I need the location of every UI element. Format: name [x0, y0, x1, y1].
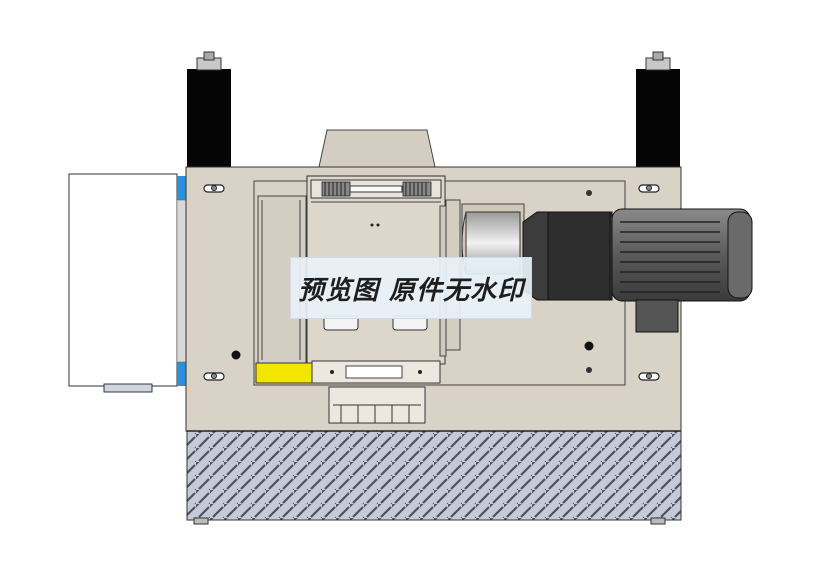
side-box — [68, 173, 178, 387]
support-posts — [187, 51, 680, 167]
mesh-base — [186, 430, 682, 521]
hopper-top — [318, 129, 436, 168]
brackets — [323, 315, 428, 331]
drive-motor — [522, 208, 753, 333]
watermark-label: 预览图 原件无水印 — [290, 257, 532, 319]
yellow-guard — [255, 362, 313, 384]
